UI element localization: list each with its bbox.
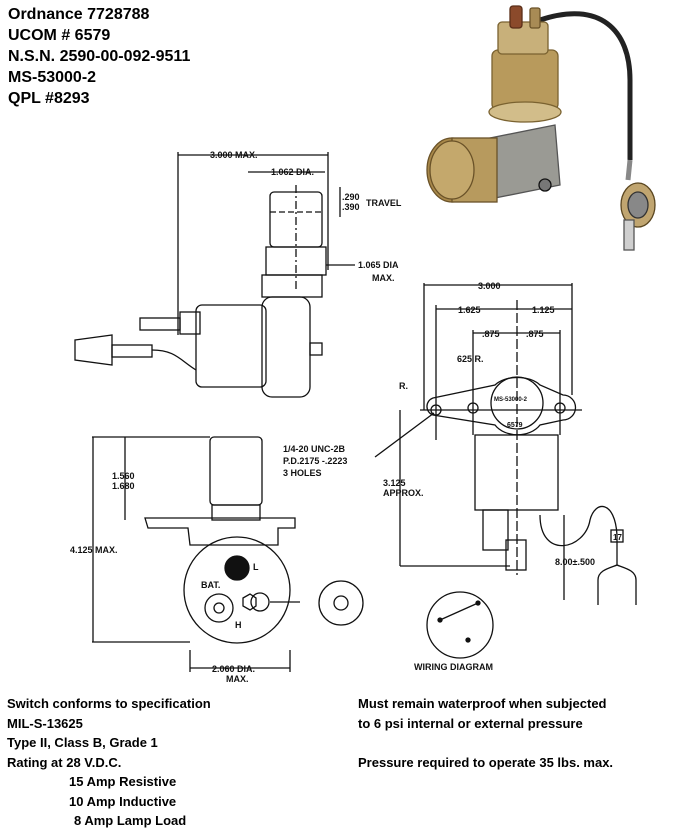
spec-pressure: to 6 psi internal or external pressure — [358, 715, 583, 731]
dim-right-offset: 1.125 — [532, 305, 555, 315]
dim-overall-height: 4.125 MAX. — [70, 545, 118, 555]
technical-drawing: 3.000 MAX. 1.062 DIA. .290 .390 TRAVEL 1… — [70, 5, 656, 684]
terminal-h-label: H — [235, 620, 242, 630]
specs-left: Switch conforms to specification MIL-S-1… — [7, 694, 211, 831]
specs-right: Must remain waterproof when subjected to… — [358, 694, 613, 772]
qpl-number: QPL #8293 — [8, 90, 90, 107]
dim-stroke-max: 1.680 — [112, 481, 135, 491]
side-view-drawing: 3.000 MAX. 1.062 DIA. .290 .390 TRAVEL 1… — [74, 150, 402, 398]
front-view-drawing: 1.560 1.680 4.125 MAX. BAT. L H 2.060 DI… — [70, 436, 364, 684]
dim-height: 3.125 — [383, 478, 406, 488]
dim-left-offset: 1.625 — [458, 305, 481, 315]
dim-travel-label: TRAVEL — [366, 198, 402, 208]
terminal-l-label: L — [253, 562, 259, 572]
dim-height-note: APPROX. — [383, 488, 424, 498]
spec-waterproof: Must remain waterproof when subjected — [358, 696, 607, 711]
ordnance-number: Ordnance 7728788 — [8, 6, 150, 23]
spec-inductive: 10 Amp Inductive — [69, 793, 177, 809]
plate-marking: MS-53000-2 — [494, 397, 528, 403]
dim-travel-min: .290 — [342, 192, 360, 202]
thread-pitch-diameter: P.D.2175 -.2223 — [283, 456, 347, 466]
dim-overall-width-side: 3.000 MAX. — [210, 150, 258, 160]
dim-overall-width-top: 3.000 — [478, 281, 501, 291]
product-photo — [426, 5, 656, 251]
dim-body-dia-max: MAX. — [372, 273, 395, 283]
dim-plunger-dia: 1.062 DIA. — [271, 167, 314, 177]
dim-radius-large: 625 R. — [457, 354, 484, 364]
spec-lamp-load: 8 Amp Lamp Load — [74, 813, 187, 828]
dim-stroke-min: 1.560 — [112, 471, 135, 481]
part-identifiers: Ordnance 7728788 UCOM # 6579 N.S.N. 2590… — [8, 4, 190, 109]
dim-front-dia-max: MAX. — [226, 674, 249, 684]
terminal-bat-label: BAT. — [201, 580, 220, 590]
top-view-drawing: 3.000 1.625 1.125 .875 .875 625 R. R. MS… — [383, 281, 637, 605]
ms-number: MS-53000-2 — [8, 69, 97, 86]
thread-note: 1/4-20 UNC-2B P.D.2175 -.2223 3 HOLES — [283, 412, 435, 478]
wiring-diagram: WIRING DIAGRAM — [414, 591, 494, 672]
thread-hole-count: 3 HOLES — [283, 468, 322, 478]
lead-tag: 17 — [613, 533, 622, 542]
dim-body-dia: 1.065 DIA — [358, 260, 399, 270]
wiring-diagram-label: WIRING DIAGRAM — [414, 662, 493, 672]
ucom-number: UCOM # 6579 — [8, 27, 111, 44]
dim-lead-length: 8.00±.500 — [555, 557, 595, 567]
dim-hole-right: .875 — [526, 329, 544, 339]
thread-spec: 1/4-20 UNC-2B — [283, 444, 346, 454]
spec-resistive: 15 Amp Resistive — [69, 774, 177, 789]
spec-mil-number: MIL-S-13625 — [7, 715, 83, 731]
dim-front-dia: 2.060 DIA. — [212, 664, 255, 674]
spec-type-class: Type II, Class B, Grade 1 — [7, 735, 158, 750]
nsn-number: N.S.N. 2590-00-092-9511 — [8, 48, 191, 65]
dim-hole-left: .875 — [482, 329, 500, 339]
dim-radius-small: R. — [399, 381, 408, 391]
spec-rating: Rating at 28 V.D.C. — [7, 754, 122, 770]
spec-conformance: Switch conforms to specification — [7, 696, 211, 711]
plate-number: 6579 — [507, 422, 523, 429]
dim-travel-max: .390 — [342, 202, 360, 212]
spec-operate-pressure: Pressure required to operate 35 lbs. max… — [358, 754, 614, 770]
